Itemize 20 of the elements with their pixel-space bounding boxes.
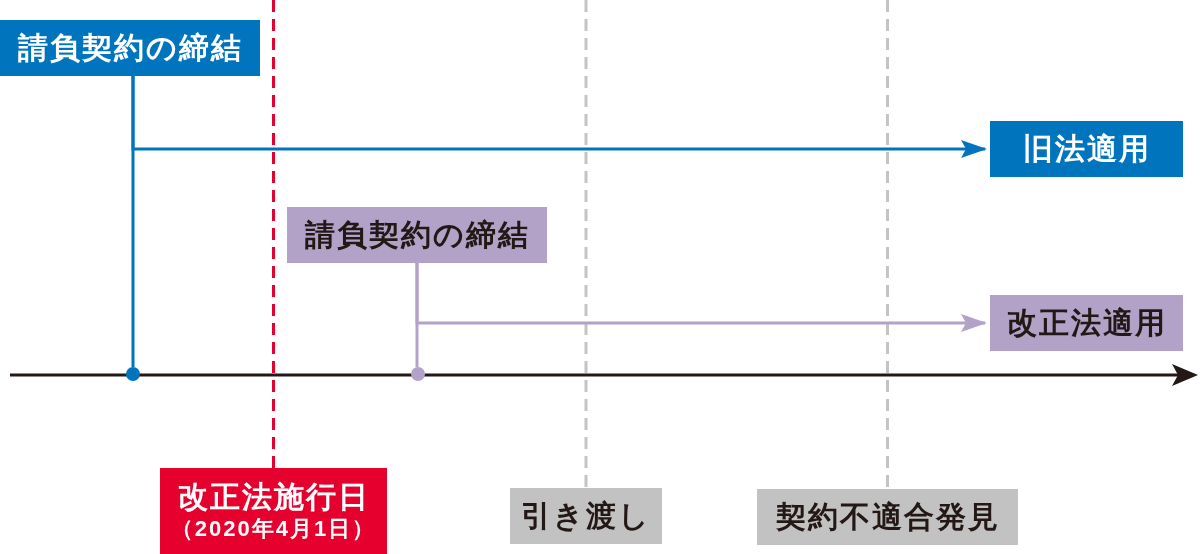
event-tag: [287, 207, 547, 263]
date-note: （2020年4月1日）: [170, 518, 377, 540]
milestone-label: 引き渡し: [521, 501, 651, 531]
dashed-guide-line: [272, 0, 275, 468]
milestone-tag: [510, 488, 662, 544]
dashed-guide-line: [886, 0, 889, 489]
date-label: 改正法施行日: [177, 482, 370, 512]
event-tag: [0, 20, 260, 76]
milestone-label: 契約不適合発見: [775, 502, 1000, 532]
event-label: 請負契約の締結: [17, 33, 243, 63]
arrow: [415, 263, 987, 332]
dashed-guide-line: [584, 0, 588, 488]
arrow: [131, 76, 987, 158]
result-tag: [990, 121, 1183, 177]
date-tag: [160, 468, 387, 554]
milestone-tag: [757, 489, 1018, 545]
result-label: 改正法適用: [1006, 308, 1167, 338]
result-tag: [990, 295, 1183, 351]
event-label: 請負契約の締結: [304, 220, 530, 250]
result-label: 旧法適用: [1022, 134, 1151, 164]
